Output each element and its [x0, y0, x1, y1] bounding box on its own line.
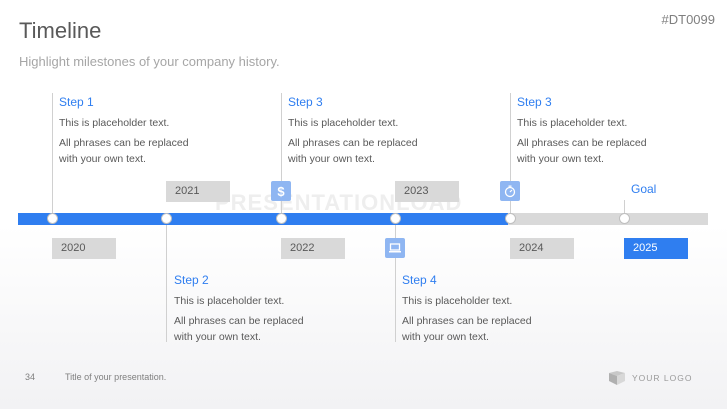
connector-line [395, 222, 396, 342]
step-text: with your own text. [402, 331, 489, 343]
step-text: All phrases can be replaced [59, 137, 189, 149]
connector-line [281, 93, 282, 218]
step-text: This is placeholder text. [174, 295, 285, 307]
step-text: All phrases can be replaced [174, 315, 304, 327]
connector-line [166, 222, 167, 342]
step-text: This is placeholder text. [288, 117, 399, 129]
year-label: 2025 [624, 238, 688, 259]
step-block: Step 4 This is placeholder text. All phr… [402, 273, 582, 345]
footer-title: Title of your presentation. [65, 372, 167, 382]
goal-label: Goal [631, 182, 657, 196]
connector-line [52, 93, 53, 218]
laptop-icon [385, 238, 405, 258]
milestone-dot [619, 213, 630, 224]
page-number: 34 [25, 372, 36, 382]
step-text: All phrases can be replaced [517, 137, 647, 149]
svg-text:$: $ [277, 184, 285, 198]
year-label: 2020 [52, 238, 116, 259]
milestone-dot [161, 213, 172, 224]
page-subtitle: Highlight milestones of your company his… [19, 54, 280, 69]
logo-icon [608, 370, 626, 391]
step-block: Step 3 This is placeholder text. All phr… [288, 95, 468, 167]
milestone-dot [390, 213, 401, 224]
step-title: Step 1 [59, 95, 94, 109]
step-block: Step 1 This is placeholder text. All phr… [59, 95, 239, 167]
page-title: Timeline [19, 18, 102, 43]
step-text: with your own text. [517, 153, 604, 165]
year-label: 2023 [395, 181, 459, 202]
step-title: Step 3 [517, 95, 552, 109]
milestone-dot [505, 213, 516, 224]
step-title: Step 4 [402, 273, 437, 287]
step-text: with your own text. [59, 153, 146, 165]
connector-line [624, 200, 625, 220]
connector-line [510, 93, 511, 218]
year-label: 2021 [166, 181, 230, 202]
year-label: 2022 [281, 238, 345, 259]
step-title: Step 2 [174, 273, 209, 287]
stopwatch-icon [500, 181, 520, 201]
step-text: All phrases can be replaced [288, 137, 418, 149]
step-text: All phrases can be replaced [402, 315, 532, 327]
step-block: Step 2 This is placeholder text. All phr… [174, 273, 354, 345]
step-text: This is placeholder text. [517, 117, 628, 129]
step-block: Step 3 This is placeholder text. All phr… [517, 95, 697, 167]
step-text: This is placeholder text. [402, 295, 513, 307]
year-label: 2024 [510, 238, 574, 259]
slide-code: #DT0099 [661, 12, 715, 27]
milestone-dot [47, 213, 58, 224]
timeline-progress [18, 213, 508, 225]
step-text: This is placeholder text. [59, 117, 170, 129]
step-text: with your own text. [288, 153, 375, 165]
milestone-dot [276, 213, 287, 224]
logo-text: YOUR LOGO [632, 373, 693, 383]
dollar-icon: $ [271, 181, 291, 201]
step-text: with your own text. [174, 331, 261, 343]
step-title: Step 3 [288, 95, 323, 109]
